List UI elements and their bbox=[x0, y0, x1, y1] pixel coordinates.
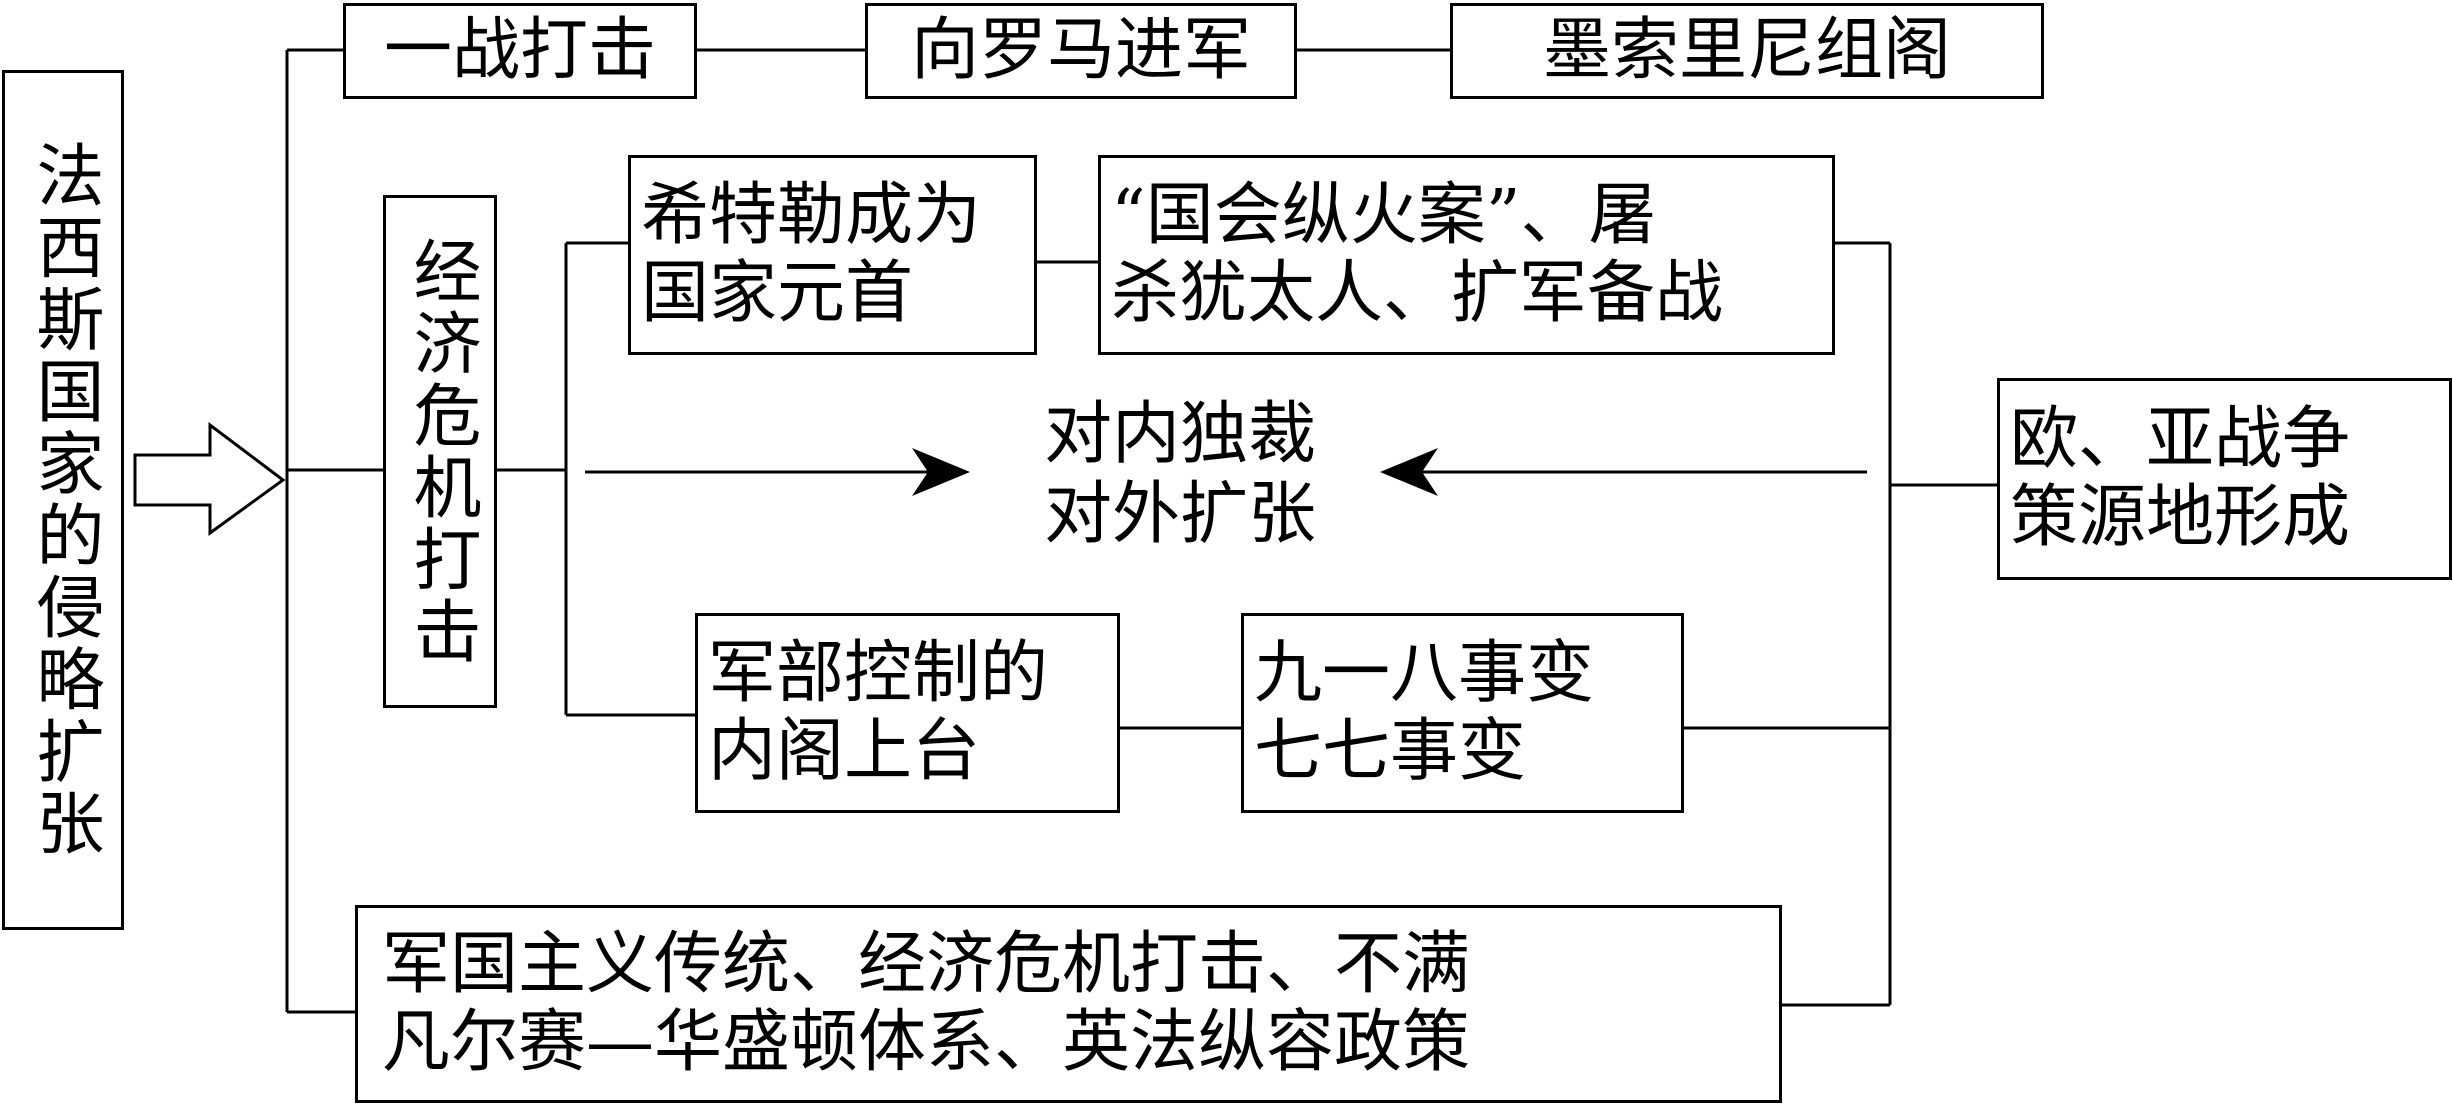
march-on-rome-box: 向罗马进军 bbox=[865, 3, 1297, 99]
economic-crisis-box: 经济危机打击 bbox=[383, 195, 497, 708]
japan-incidents-box: 九一八事变 七七事变 bbox=[1241, 613, 1684, 813]
japan-causes-box: 军国主义传统、经济危机打击、不满 凡尔赛—华盛顿体系、英法纵容政策 bbox=[355, 905, 1782, 1103]
center-text: 对内独裁 对外扩张 bbox=[1043, 395, 1316, 554]
war-sources-box: 欧、亚战争 策源地形成 bbox=[1997, 378, 2452, 580]
military-cabinet-box: 军部控制的 内阁上台 bbox=[695, 613, 1120, 813]
hitler-head-of-state-box: 希特勒成为 国家元首 bbox=[628, 155, 1037, 355]
italy-ww1-impact-box: 一战打击 bbox=[343, 3, 697, 99]
nazi-actions-box: “国会纵火案”、屠 杀犹太人、扩军备战 bbox=[1098, 155, 1835, 355]
left-title-box: 法西斯国家的侵略扩张 bbox=[2, 70, 124, 930]
mussolini-cabinet-box: 墨索里尼组阁 bbox=[1450, 3, 2044, 99]
